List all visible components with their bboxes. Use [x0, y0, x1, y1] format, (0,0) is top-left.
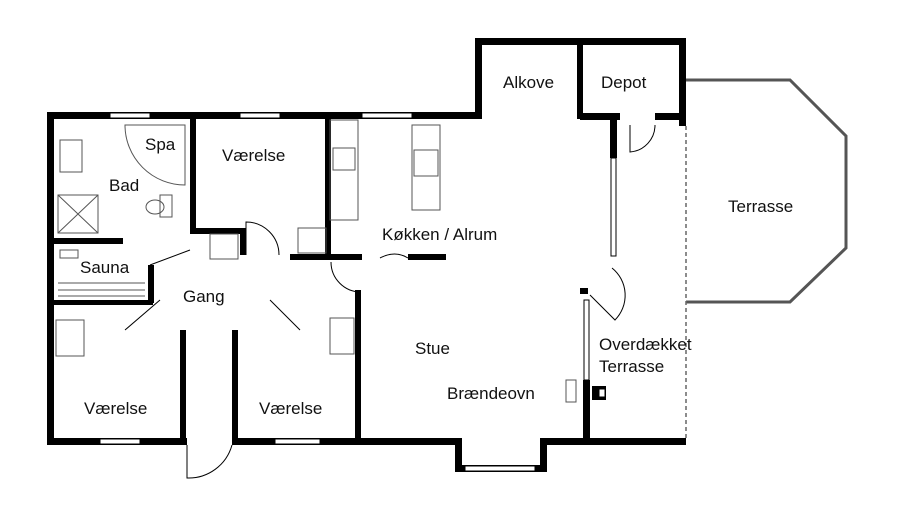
- room-label-braendeovn: Brændeovn: [447, 384, 535, 403]
- terrasse-outline: [686, 78, 848, 304]
- room-label-vaerelse-bottom-mid: Værelse: [259, 399, 323, 418]
- room-label-stue: Stue: [415, 339, 450, 358]
- room-label-vaerelse-bottom-left: Værelse: [84, 399, 148, 418]
- doors: [124, 124, 656, 479]
- room-label-overdaekket-1: Overdækket: [599, 335, 692, 354]
- room-label-terrasse: Terrasse: [728, 197, 794, 216]
- room-label-alkove: Alkove: [503, 73, 555, 92]
- room-label-kokken: Køkken / Alrum: [382, 225, 498, 244]
- fixtures: [55, 119, 577, 403]
- room-label-vaerelse-top: Værelse: [222, 146, 286, 165]
- room-label-bad: Bad: [109, 176, 140, 195]
- room-label-sauna: Sauna: [80, 258, 130, 277]
- room-label-overdaekket-2: Terrasse: [599, 357, 665, 376]
- room-label-depot: Depot: [601, 73, 647, 92]
- room-label-spa: Spa: [145, 135, 176, 154]
- windows: [99, 112, 617, 472]
- room-label-gang: Gang: [183, 287, 225, 306]
